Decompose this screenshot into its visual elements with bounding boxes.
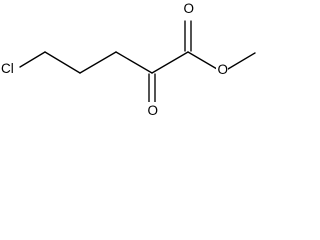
ketone-oxygen-label-background	[146, 102, 158, 116]
bond-c4-c5	[151, 51, 189, 74]
ester-ether-oxygen-label-background	[216, 62, 228, 78]
bond-c1-c2	[44, 51, 81, 74]
bond-c2-c3	[79, 51, 117, 74]
ester-carbonyl-oxygen-label-background	[182, 0, 194, 16]
ester-carbonyl-oxygen-label: O	[184, 1, 195, 16]
bonds	[19, 20, 256, 104]
bond-c3-c4	[115, 51, 153, 74]
atom-labels: Cl O O O	[0, 0, 228, 118]
bond-ether-o-methyl	[227, 52, 256, 70]
chlorine-label-background	[0, 60, 19, 76]
bond-c5-ether-o	[187, 51, 218, 70]
ketone-oxygen-label: O	[148, 103, 159, 118]
bond-cl-c1	[19, 51, 46, 68]
chemical-structure-diagram: Cl O O O	[0, 0, 260, 118]
molecule-svg: Cl O O O	[0, 0, 256, 118]
chlorine-atom-label: Cl	[1, 61, 14, 76]
ester-ether-oxygen-label: O	[218, 62, 229, 77]
